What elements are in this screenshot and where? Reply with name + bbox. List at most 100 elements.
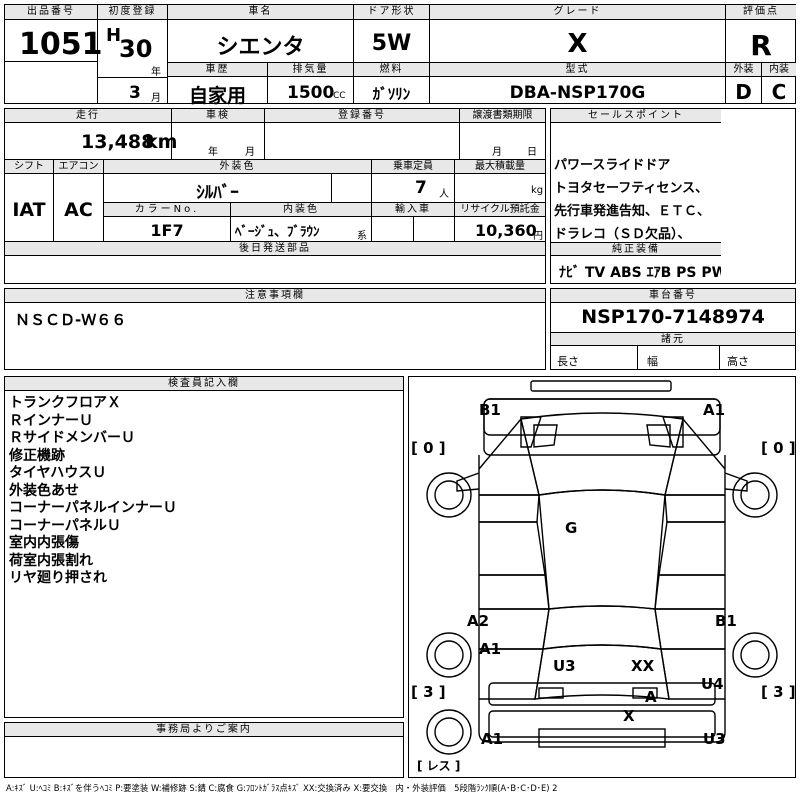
office-label: 事務局よりご案内 [5, 723, 403, 737]
inspector-note: リヤ廻り押され [9, 570, 107, 586]
header-block: 出品番号 初度登録 車名 ドア形状 グレード 評価点 1051 H 30 年 3… [4, 4, 796, 107]
inspector-label: 検査員記入欄 [5, 377, 403, 391]
history: 自家用 [188, 85, 246, 107]
year-unit: 年 [151, 67, 161, 78]
sales-line-2: トヨタセーフティセンス、 [554, 181, 709, 196]
recycle-fee: 10,360 [475, 221, 537, 240]
door-type: 5W [371, 31, 412, 56]
score-label: 評価点 [726, 5, 796, 20]
shift-label: シフト [5, 160, 53, 174]
ac-label: エアコン [54, 160, 103, 174]
inspection-year-unit: 年 [208, 147, 218, 158]
transfer-day-unit: 日 [527, 147, 537, 158]
right-front-fender [664, 417, 726, 496]
color-no-label: カラーNo. [104, 203, 230, 217]
first-reg-label: 初度登録 [98, 5, 167, 20]
displacement: 1500 [287, 83, 335, 103]
sales-point-block: セールスポイント パワースライドドア トヨタセーフティセンス、 先行車発進告知、… [550, 108, 727, 284]
caution-block: 注意事項欄 ＮＳＣＤ-Ｗ６６ [4, 288, 546, 370]
transfer-month-unit: 月 [492, 147, 502, 158]
interior-label: 内装 [762, 63, 796, 77]
fuel: ｶﾞｿﾘﾝ [372, 85, 411, 103]
roof-outline [538, 489, 666, 610]
rear-right-wheel [732, 632, 778, 678]
front-right-wheel [732, 472, 778, 518]
inspector-note: 室内内張傷 [9, 535, 79, 551]
month-unit: 月 [151, 93, 161, 104]
width-label: 幅 [647, 355, 658, 368]
length-label: 長さ [557, 355, 579, 368]
interior-color-suffix: 系 [357, 231, 367, 242]
load-unit: kg [531, 185, 544, 196]
damage-a1-left: A1 [479, 640, 502, 658]
inspection-label: 車検 [172, 109, 264, 123]
grade-label: グレード [430, 5, 725, 20]
tire-front-left: [ 0 ] [411, 439, 446, 457]
inspector-note: 荷室内張割れ [9, 552, 93, 569]
load-label: 最大積載量 [455, 160, 545, 174]
right-door [658, 521, 725, 576]
damage-u4: U4 [701, 675, 724, 693]
caution-label: 注意事項欄 [5, 289, 545, 303]
recycle-label: リサイクル預託金 [455, 203, 545, 217]
interior-score: C [771, 80, 787, 104]
car-name-label: 車名 [168, 5, 353, 20]
inspector-note: タイヤハウスＵ [9, 465, 107, 481]
score: R [750, 29, 772, 62]
sales-line-4: ドラレコ（ＳＤ欠品）、 [554, 227, 691, 242]
inspection-month-unit: 月 [245, 147, 255, 158]
interior-color-label: 内装色 [231, 203, 371, 217]
equipment-label: 純正装備 [551, 242, 721, 256]
right-mirror [724, 472, 748, 492]
car-diagram [426, 380, 778, 755]
chassis-label: 車台番号 [551, 289, 795, 303]
left-front-fender [478, 417, 540, 496]
import-label: 輸入車 [372, 203, 454, 217]
damage-a-bumper: A [645, 688, 657, 706]
left-door [479, 521, 546, 576]
recycle-unit: 円 [533, 231, 543, 242]
grade: X [567, 29, 588, 59]
damage-a1-front: A1 [703, 401, 726, 419]
spare-tire [426, 709, 472, 755]
office-block: 事務局よりご案内 [4, 722, 404, 778]
front-bumper-strip [530, 380, 672, 392]
damage-x-bumper: X [623, 707, 635, 725]
capacity-label: 乗車定員 [372, 160, 454, 174]
rear-lamp-right [632, 687, 658, 699]
damage-a2-left: A2 [467, 612, 490, 630]
damage-a1-bottom: A1 [481, 730, 504, 748]
chassis-number: NSP170-7148974 [581, 306, 765, 328]
door-label: ドア形状 [354, 5, 429, 20]
damage-b1-right: B1 [715, 612, 737, 630]
transfer-label: 譲渡書類期限 [460, 109, 545, 123]
rear-left-wheel [426, 632, 472, 678]
sales-point-ext [721, 108, 796, 284]
rear-window [542, 605, 662, 650]
tire-rear-left: [ 3 ] [411, 683, 446, 701]
car-diagram-block: [ 0 ] [ 0 ] [ 3 ] [ 3 ] [ レス ] B1 A1 G A… [408, 376, 796, 778]
mileage-unit: km [145, 131, 178, 153]
ac: AC [64, 199, 93, 221]
equipment: ﾅﾋﾞ TV ABS ｴｱB PS PW [559, 265, 728, 281]
inspector-note: 外装色あせ [9, 482, 79, 499]
damage-xx-rear: XX [631, 657, 655, 675]
fuel-label: 燃料 [354, 63, 429, 77]
inspector-note: ＲサイドメンバーＵ [9, 430, 135, 446]
shift: IAT [12, 199, 46, 221]
exterior-color: ｼﾙﾊﾞｰ [196, 183, 239, 203]
rear-plate-area [538, 728, 666, 748]
rear-lamp-left [538, 687, 564, 699]
interior-color: ﾍﾞｰｼﾞｭ、ﾌﾞﾗｳﾝ [235, 225, 320, 240]
spec-label: 諸元 [551, 332, 795, 346]
capacity-unit: 人 [439, 189, 449, 200]
model-label: 型式 [430, 63, 725, 77]
displacement-unit: CC [333, 91, 346, 101]
inspector-note: ＲインナーＵ [9, 412, 93, 429]
reg-year: 30 [119, 35, 153, 63]
model: DBA-NSP170G [509, 83, 646, 103]
inspector-note: 修正機跡 [9, 447, 65, 464]
exterior-score: D [735, 80, 752, 104]
lot-no-label: 出品番号 [5, 5, 97, 20]
lot-number: 1051 [19, 27, 103, 62]
